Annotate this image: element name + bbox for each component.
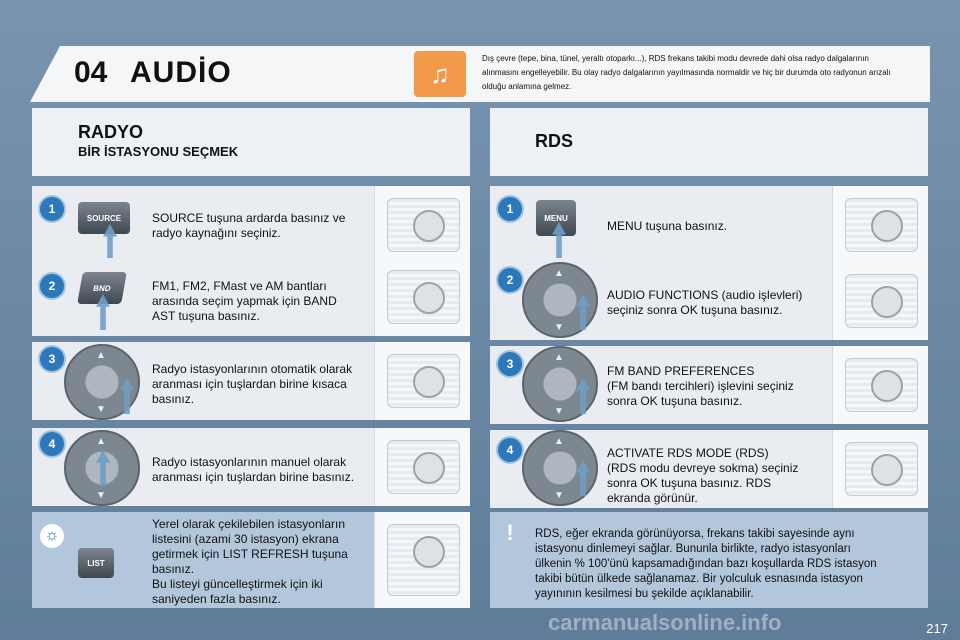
rds-warning	[490, 512, 928, 608]
source-button-icon: SOURCE	[78, 202, 130, 234]
step-text: AUDIO FUNCTIONS (audio işlevleri) seçini…	[607, 288, 803, 317]
step-number-badge: 2	[498, 268, 522, 292]
watermark: carmanualsonline.info	[548, 610, 782, 635]
step-number-badge: 2	[40, 274, 64, 298]
radio-section-header	[32, 108, 470, 176]
step-text: Radyo istasyonlarının manuel olarak aran…	[152, 455, 355, 484]
direction-pad-icon	[522, 346, 598, 422]
radio-panel-image	[374, 512, 470, 608]
step-number-badge: 3	[40, 347, 64, 371]
step-text: ACTIVATE RDS MODE (RDS) (RDS modu devrey…	[607, 446, 799, 505]
warning-exclamation-icon: !	[506, 520, 514, 545]
chapter-number: 04	[74, 56, 108, 89]
radio-panel-image	[374, 258, 470, 336]
step-text: MENU tuşuna basınız.	[607, 219, 728, 233]
audio-icon: ♫	[414, 51, 466, 97]
radio-panel-image	[832, 430, 928, 508]
radio-panel-image	[374, 428, 470, 506]
rds-title: RDS	[535, 131, 574, 151]
direction-pad-icon	[522, 262, 598, 338]
radio-panel-image	[832, 186, 928, 264]
step-text: Radyo istasyonlarının otomatik olarak ar…	[152, 362, 353, 406]
tip-text: Yerel olarak çekilebilen istasyonların l…	[152, 517, 348, 606]
step-text: FM1, FM2, FMast ve AM bantları arasında …	[152, 279, 337, 323]
radio-panel-image	[832, 346, 928, 424]
radio-step-4	[32, 428, 470, 506]
step-number-badge: 4	[40, 432, 64, 456]
radio-subtitle: BİR İSTASYONU SEÇMEK	[78, 144, 239, 159]
radio-panel-image	[374, 186, 470, 264]
page-number: 217	[926, 621, 948, 636]
step-number-badge: 1	[40, 197, 64, 221]
chapter-title: AUDİO	[130, 56, 232, 89]
radio-title: RADYO	[78, 122, 144, 142]
step-text: FM BAND PREFERENCES (FM bandı tercihleri…	[607, 364, 794, 408]
radio-panel-image	[832, 262, 928, 340]
step-number-badge: 4	[498, 438, 522, 462]
chapter-header	[30, 46, 930, 102]
step-text: SOURCE tuşuna ardarda basınız ve radyo k…	[152, 211, 346, 240]
warning-text: RDS, eğer ekranda görünüyorsa, frekans t…	[535, 528, 877, 600]
radio-panel-image	[374, 342, 470, 420]
rds-section-header	[490, 108, 928, 176]
tip-sun-icon: ☼	[40, 524, 64, 548]
step-number-badge: 1	[498, 197, 522, 221]
step-number-badge: 3	[498, 352, 522, 376]
rds-step-2	[490, 262, 928, 340]
reception-notice: Dış çevre (tepe, bina, tünel, yeraltı ot…	[482, 54, 891, 91]
list-button-icon: LIST	[78, 548, 114, 578]
